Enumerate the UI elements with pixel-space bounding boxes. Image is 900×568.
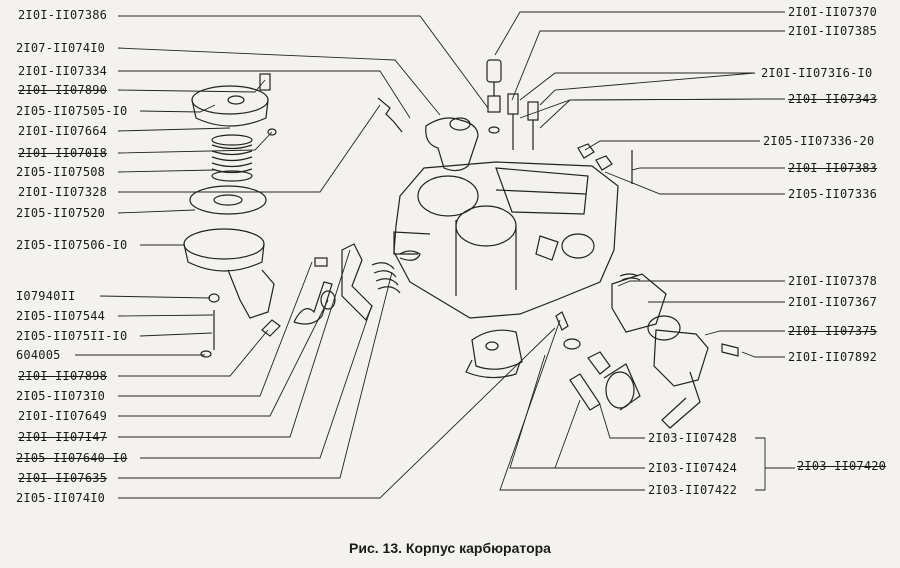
leader-line (118, 261, 313, 397)
leader-line (511, 30, 785, 101)
part-label: 2I03-II07424 (648, 461, 738, 475)
leader-line (604, 171, 785, 195)
part-label: 2I05-II073I0 (16, 389, 106, 403)
part-label: 2I05-II07520 (16, 206, 106, 220)
leader-line (584, 140, 760, 151)
part-label: 2I05-II075II-I0 (16, 329, 128, 343)
part-label: 2I0I-II07334 (18, 64, 108, 78)
part-label: 2I05-II07640-I0 (16, 451, 128, 465)
part-label: 2I0I-II070I8 (18, 146, 108, 160)
leader-line (118, 329, 269, 377)
part-label: 2I0I-II07890 (18, 83, 108, 97)
group-label: 2I03-II07420 (797, 459, 887, 473)
leader-line (117, 314, 214, 317)
part-label: 2I0I-II07649 (18, 409, 108, 423)
figure-caption: Рис. 13. Корпус карбюратора (349, 540, 551, 556)
part-label: 2I0I-II07898 (18, 369, 108, 383)
part-label: 2I0I-II07383 (788, 161, 878, 175)
leader-line (118, 249, 351, 438)
part-label: I07940II (16, 289, 76, 303)
leader-line (117, 169, 216, 173)
leader-line (554, 399, 645, 469)
part-label: 2I05-II07336 (788, 187, 878, 201)
part-label: 2I07-II074I0 (16, 41, 106, 55)
leader-line (599, 404, 645, 439)
part-label: 2I03-II07428 (648, 431, 738, 445)
leader-line (118, 104, 381, 193)
part-label: 2I0I-II07385 (788, 24, 878, 38)
leader-line (519, 72, 755, 101)
part-label: 2I05-II07505-I0 (16, 104, 128, 118)
part-label: 2I05-II07506-I0 (16, 238, 128, 252)
leader-line (519, 98, 786, 119)
leader-line (118, 70, 411, 119)
solenoid-valve (555, 311, 641, 411)
leader-lines (75, 11, 795, 499)
part-label: 604005 (16, 348, 61, 362)
part-label: 2I0I-II07328 (18, 185, 108, 199)
part-label: 2I05-II07544 (16, 309, 106, 323)
leader-line (617, 280, 785, 287)
leader-line (117, 79, 266, 93)
leader-line (117, 47, 441, 116)
carburetor-body (393, 161, 619, 319)
group-bracket (755, 437, 766, 491)
diaphragm (189, 185, 267, 215)
part-label: 2I03-II07422 (648, 483, 738, 497)
jets (486, 59, 633, 184)
part-label: 2I0I-II073I6-I0 (761, 66, 873, 80)
diaphragm-spring (211, 134, 253, 182)
part-label: 2I05-II07336-20 (763, 134, 875, 148)
leader-line (118, 271, 393, 479)
diaphragm-housing (183, 228, 275, 358)
leader-line (499, 319, 645, 491)
small-parts (261, 97, 421, 337)
part-label: 2I05-II07508 (16, 165, 106, 179)
leader-line (539, 72, 756, 106)
leader-line (117, 131, 273, 154)
leader-line (139, 104, 216, 113)
part-label: 2I0I-II07I47 (18, 430, 108, 444)
leader-line (118, 15, 489, 109)
power-valve (611, 273, 739, 429)
part-label: 2I0I-II07892 (788, 350, 878, 364)
leader-line (509, 354, 645, 469)
leader-line (118, 299, 329, 417)
leader-line (139, 332, 213, 337)
part-label: 2I0I-II07367 (788, 295, 878, 309)
part-label: 2I0I-II07370 (788, 5, 878, 19)
leader-line (539, 98, 786, 129)
leader-line (704, 330, 785, 336)
econostat-housing (465, 329, 523, 379)
cover-assembly (191, 73, 277, 136)
part-label: 2I0I-II07343 (788, 92, 878, 106)
part-label: 2I0I-II07378 (788, 274, 878, 288)
leader-line (631, 167, 785, 171)
part-label: 2I0I-II07375 (788, 324, 878, 338)
leader-line (99, 295, 211, 299)
part-label: 2I0I-II07664 (18, 124, 108, 138)
leader-line (741, 351, 785, 358)
part-label: 2I05-II074I0 (16, 491, 106, 505)
leader-line (117, 127, 231, 132)
part-label: 2I0I-II07635 (18, 471, 108, 485)
leader-line (117, 209, 196, 214)
part-label: 2I0I-II07386 (18, 8, 108, 22)
leader-line (140, 304, 373, 459)
leader-line (494, 11, 785, 56)
accelerator-lever (425, 117, 500, 172)
leader-line (118, 327, 556, 499)
